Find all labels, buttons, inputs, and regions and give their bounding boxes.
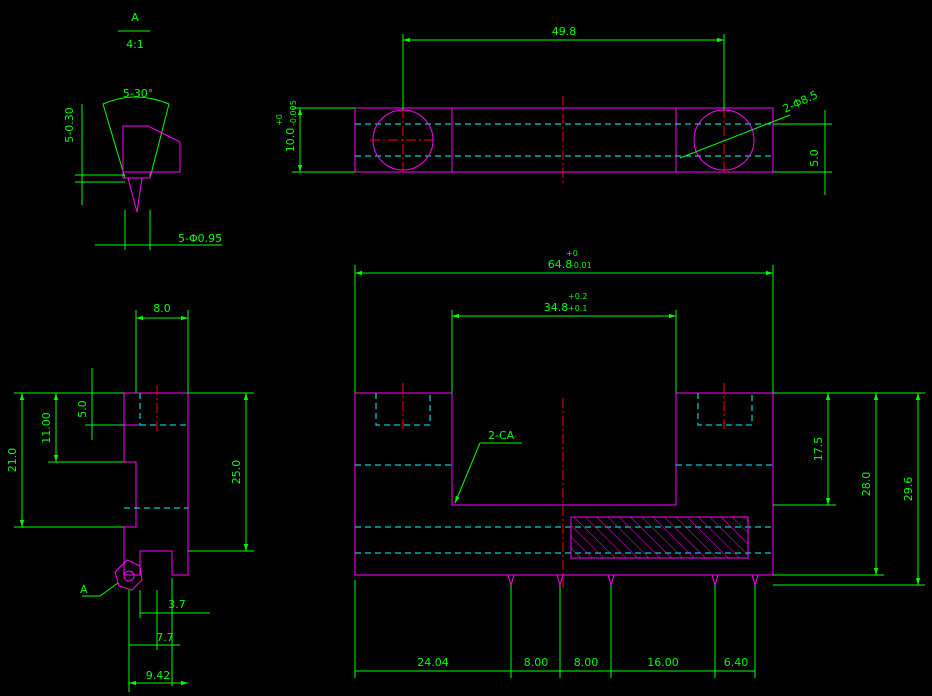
detail-view-a: A 4:1 5-30° 5-0.30 5-Φ0.95 bbox=[63, 11, 222, 250]
front-pin-spacing-3: 8.00 bbox=[574, 656, 599, 669]
front-pin-spacing-2: 8.00 bbox=[524, 656, 549, 669]
side-width-dim: 8.0 bbox=[153, 302, 171, 315]
front-h3-dim: 29.6 bbox=[902, 477, 915, 502]
top-hole-dim: 2-Φ8.5 bbox=[781, 88, 820, 115]
front-chamfer-label: 2-CA bbox=[488, 429, 515, 442]
side-top-depth-dim: 5.0 bbox=[76, 400, 89, 418]
front-overall-tol-lower: -0.01 bbox=[571, 261, 592, 270]
top-height-dim: 10.0 bbox=[284, 128, 297, 153]
top-right-height-dim: 5.0 bbox=[808, 149, 821, 167]
side-view: 8.0 5.0 11.00 21.0 25.0 A 3.7 bbox=[6, 302, 254, 692]
front-h2-dim: 28.0 bbox=[860, 472, 873, 497]
top-height-tol-lower: -0.005 bbox=[289, 100, 298, 126]
side-right-height-dim: 25.0 bbox=[230, 460, 243, 485]
side-pin-offset-3: 9.42 bbox=[146, 669, 171, 682]
front-slot-tol-upper: +0.2 bbox=[568, 292, 587, 301]
detail-label: A bbox=[131, 11, 139, 24]
top-span-dim: 49.8 bbox=[552, 25, 577, 38]
detail-angle-dim: 5-30° bbox=[123, 87, 153, 100]
side-callout-label: A bbox=[80, 583, 88, 596]
front-pin-spacing-1: 24.04 bbox=[417, 656, 449, 669]
detail-offset-dim: 5-0.30 bbox=[63, 107, 76, 142]
side-pin-offset-1: 3.7 bbox=[168, 598, 186, 611]
side-mid-depth-dim: 11.00 bbox=[40, 412, 53, 444]
front-pin-spacing-4: 16.00 bbox=[647, 656, 679, 669]
top-height-tol-upper: +0 bbox=[275, 114, 284, 126]
front-pin-spacing-5: 6.40 bbox=[724, 656, 749, 669]
top-view: 49.8 2-Φ8.5 10.0 +0 -0.005 5.0 bbox=[275, 25, 832, 195]
front-slot-dim: 34.8 bbox=[544, 301, 569, 314]
front-view: 64.8 +0 -0.01 34.8 +0.2 +0.1 2-CA 17.5 2… bbox=[354, 249, 925, 678]
front-overall-dim: 64.8 bbox=[548, 258, 573, 271]
detail-pin-dia-dim: 5-Φ0.95 bbox=[178, 232, 222, 245]
front-h1-dim: 17.5 bbox=[812, 437, 825, 462]
front-slot-tol-lower: +0.1 bbox=[568, 304, 587, 313]
side-pin-offset-2: 7.7 bbox=[156, 631, 174, 644]
detail-scale: 4:1 bbox=[126, 38, 144, 51]
front-overall-tol-upper: +0 bbox=[566, 249, 578, 258]
side-left-height-dim: 21.0 bbox=[6, 448, 19, 473]
